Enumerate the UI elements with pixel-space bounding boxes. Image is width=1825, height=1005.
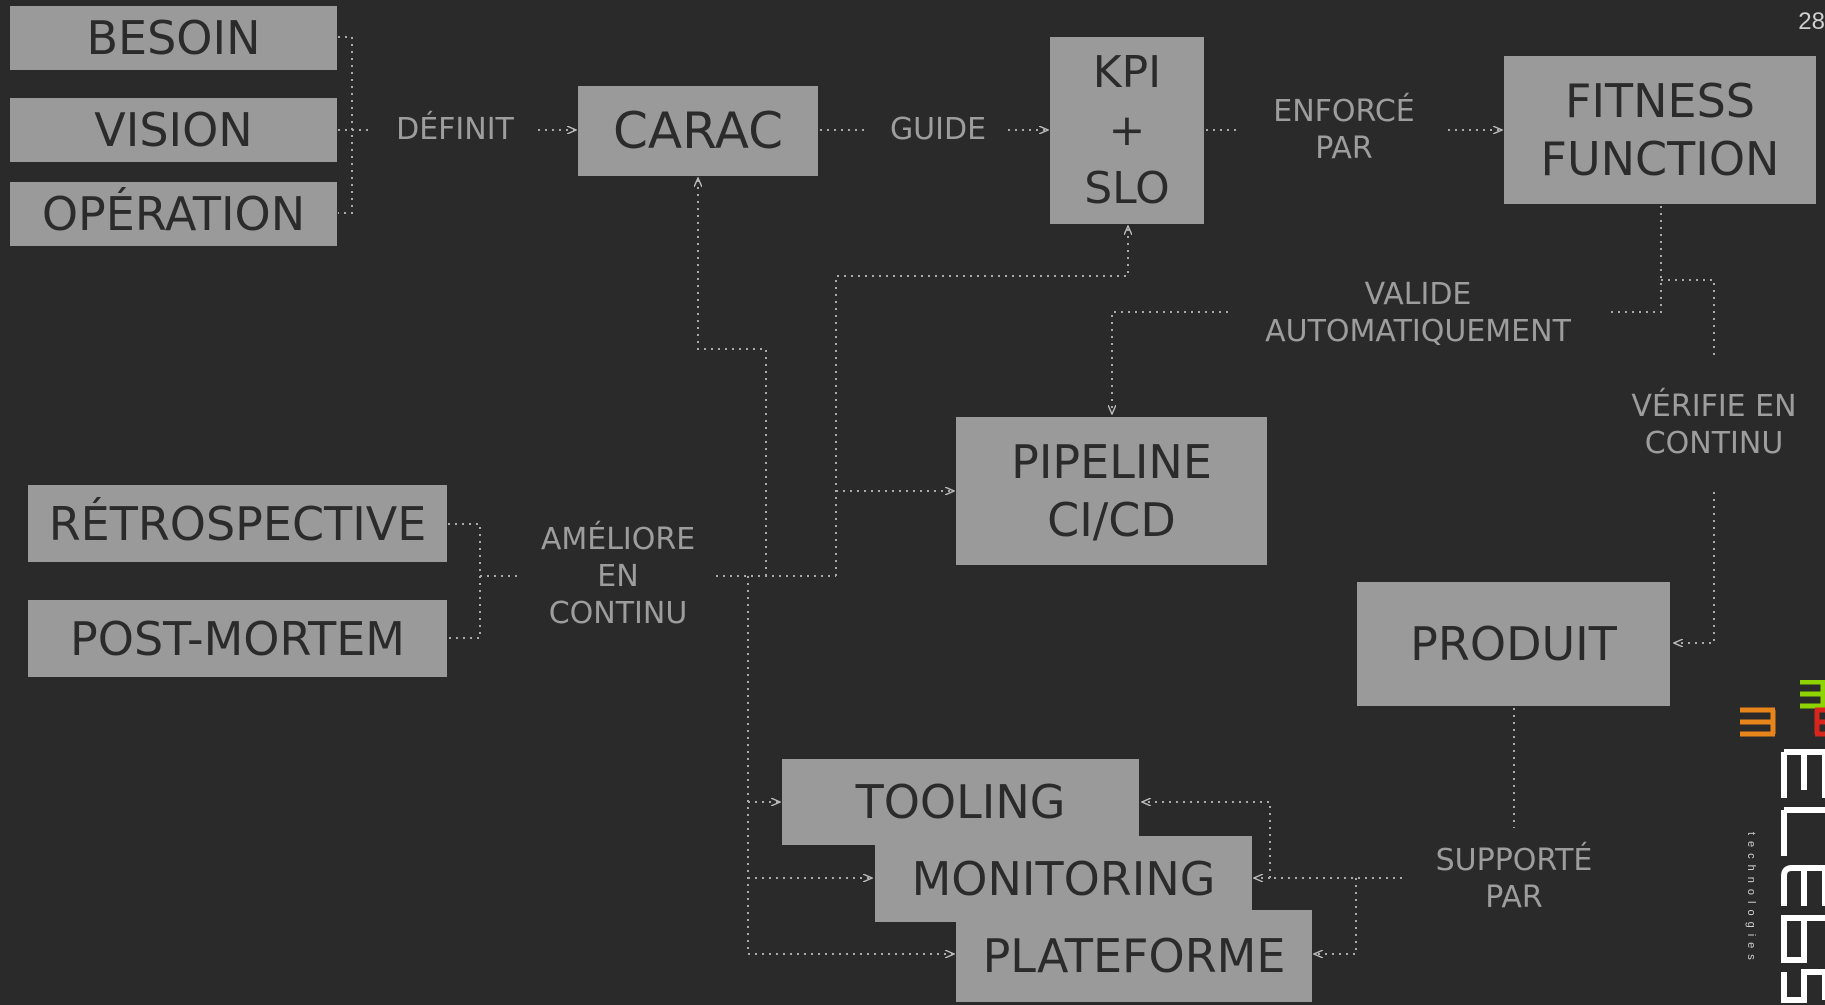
valide-automatiquement-label: VALIDE AUTOMATIQUEMENT — [1265, 277, 1571, 349]
arrow-valide-pipeline — [1112, 311, 1228, 414]
logo-tagline: technologies — [1745, 832, 1757, 966]
supporte-par-label: SUPPORTÉ PAR — [1435, 843, 1593, 915]
arrow-verifie-produit — [1674, 492, 1715, 643]
guide-label: GUIDE — [889, 112, 987, 147]
vision-box: VISION — [10, 98, 337, 162]
ameliore-en-continu-label: AMÉLIORE EN CONTINU — [540, 522, 696, 631]
kpi-slo-box: KPI + SLO — [1050, 37, 1204, 224]
post-mortem-box: POST-MORTEM — [28, 600, 447, 677]
besoin-box: BESOIN — [10, 6, 337, 70]
plateforme-box: PLATEFORME — [956, 910, 1312, 1002]
page-number: 28 — [1798, 8, 1825, 35]
retrospective-box: RÉTROSPECTIVE — [28, 485, 447, 562]
pipeline-cicd-box: PIPELINE CI/CD — [956, 417, 1267, 565]
logo-wordmark — [1781, 749, 1825, 1003]
elapse-logo: technologies — [1740, 680, 1825, 1003]
arrow-ameliore-carac — [698, 178, 767, 576]
definit-label: DÉFINIT — [396, 112, 514, 147]
enforce-par-label: ENFORCÉ PAR — [1273, 94, 1415, 166]
connector-retro — [448, 523, 481, 639]
connector-fitness-verifie — [1661, 279, 1715, 360]
arrow-supporte-plateforme — [1314, 878, 1357, 954]
monitoring-box: MONITORING — [875, 836, 1252, 922]
connector-fitness-valide — [1608, 206, 1662, 313]
tooling-box: TOOLING — [782, 759, 1139, 845]
arrow-ameliore-kpi — [835, 226, 1128, 576]
produit-box: PRODUIT — [1357, 582, 1670, 706]
arrow-supporte-tooling — [1142, 802, 1271, 878]
verifie-en-continu-label: VÉRIFIE EN CONTINU — [1631, 389, 1797, 461]
carac-box: CARAC — [578, 86, 818, 176]
operation-box: OPÉRATION — [10, 182, 337, 246]
logo-mark — [1740, 680, 1825, 737]
fitness-function-box: FITNESS FUNCTION — [1504, 56, 1816, 204]
connector-besoin — [338, 36, 353, 214]
